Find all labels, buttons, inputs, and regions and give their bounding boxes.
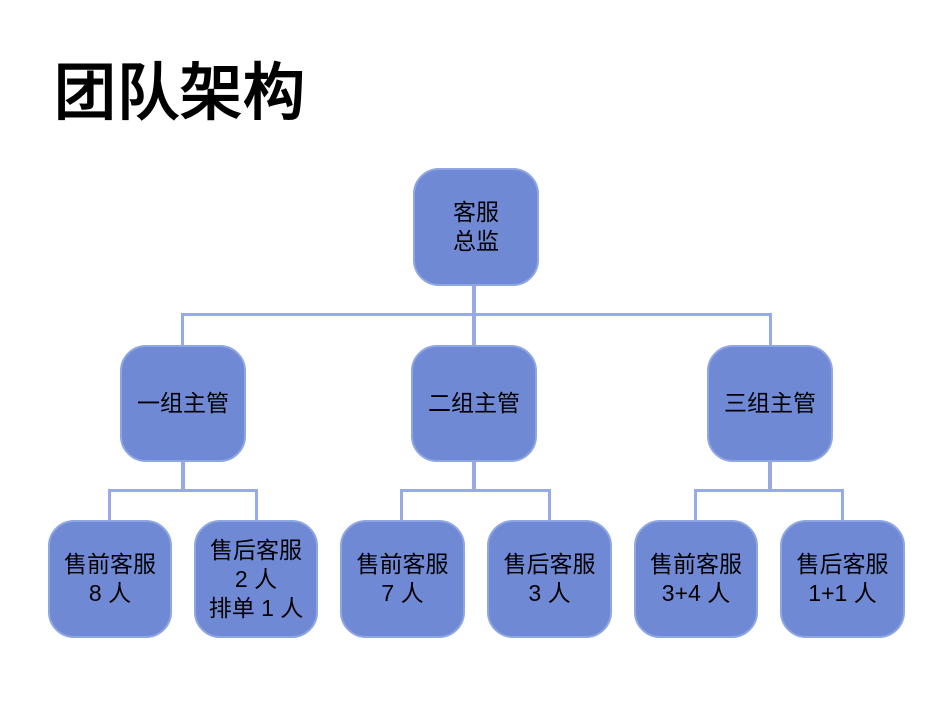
org-node-manager-group2: 二组主管 bbox=[411, 345, 537, 462]
connector-root-stub bbox=[472, 285, 476, 314]
slide-title: 团队架构 bbox=[54, 60, 307, 128]
connector-group2-horizontal bbox=[400, 489, 551, 492]
connector-group1-drop-presale bbox=[108, 489, 111, 520]
org-node-group3-presale-label: 售前客服 3+4 人 bbox=[650, 551, 742, 606]
org-node-group3-postsale-label: 售后客服 1+1 人 bbox=[796, 551, 889, 606]
org-node-group1-postsale-label: 售后客服 2 人 排单 1 人 bbox=[208, 536, 304, 621]
org-node-manager-group3-label: 三组主管 bbox=[724, 390, 816, 416]
org-node-group2-presale: 售前客服 7 人 bbox=[340, 520, 465, 638]
org-node-director: 客服 总监 bbox=[413, 168, 539, 286]
org-node-group1-presale: 售前客服 8 人 bbox=[48, 520, 172, 638]
connector-group3-stub bbox=[768, 461, 772, 490]
org-node-group1-postsale: 售后客服 2 人 排单 1 人 bbox=[194, 520, 318, 638]
org-node-manager-group1: 一组主管 bbox=[120, 345, 246, 462]
org-node-director-label: 客服 总监 bbox=[453, 199, 499, 254]
connector-drop-manager-3 bbox=[769, 313, 772, 345]
org-node-group2-postsale: 售后客服 3 人 bbox=[487, 520, 612, 638]
org-node-manager-group3: 三组主管 bbox=[707, 345, 833, 462]
org-node-manager-group2-label: 二组主管 bbox=[428, 390, 520, 416]
org-node-group3-presale: 售前客服 3+4 人 bbox=[634, 520, 758, 638]
connector-group2-stub bbox=[472, 461, 476, 490]
connector-drop-manager-1 bbox=[181, 313, 184, 345]
org-node-group1-presale-label: 售前客服 8 人 bbox=[64, 551, 156, 606]
connector-group1-horizontal bbox=[108, 489, 258, 492]
connector-drop-manager-2 bbox=[472, 313, 476, 345]
connector-group3-drop-postsale bbox=[841, 489, 844, 520]
connector-group2-drop-postsale bbox=[548, 489, 551, 520]
connector-group1-drop-postsale bbox=[255, 489, 258, 520]
connector-level1-horizontal bbox=[181, 313, 772, 316]
org-node-group2-presale-label: 售前客服 7 人 bbox=[356, 551, 449, 606]
connector-group3-horizontal bbox=[694, 489, 844, 492]
connector-group3-drop-presale bbox=[694, 489, 697, 520]
org-node-group2-postsale-label: 售后客服 3 人 bbox=[503, 551, 596, 606]
connector-group1-stub bbox=[181, 461, 185, 490]
org-node-manager-group1-label: 一组主管 bbox=[137, 390, 229, 416]
org-node-group3-postsale: 售后客服 1+1 人 bbox=[780, 520, 905, 638]
connector-group2-drop-presale bbox=[400, 489, 403, 520]
